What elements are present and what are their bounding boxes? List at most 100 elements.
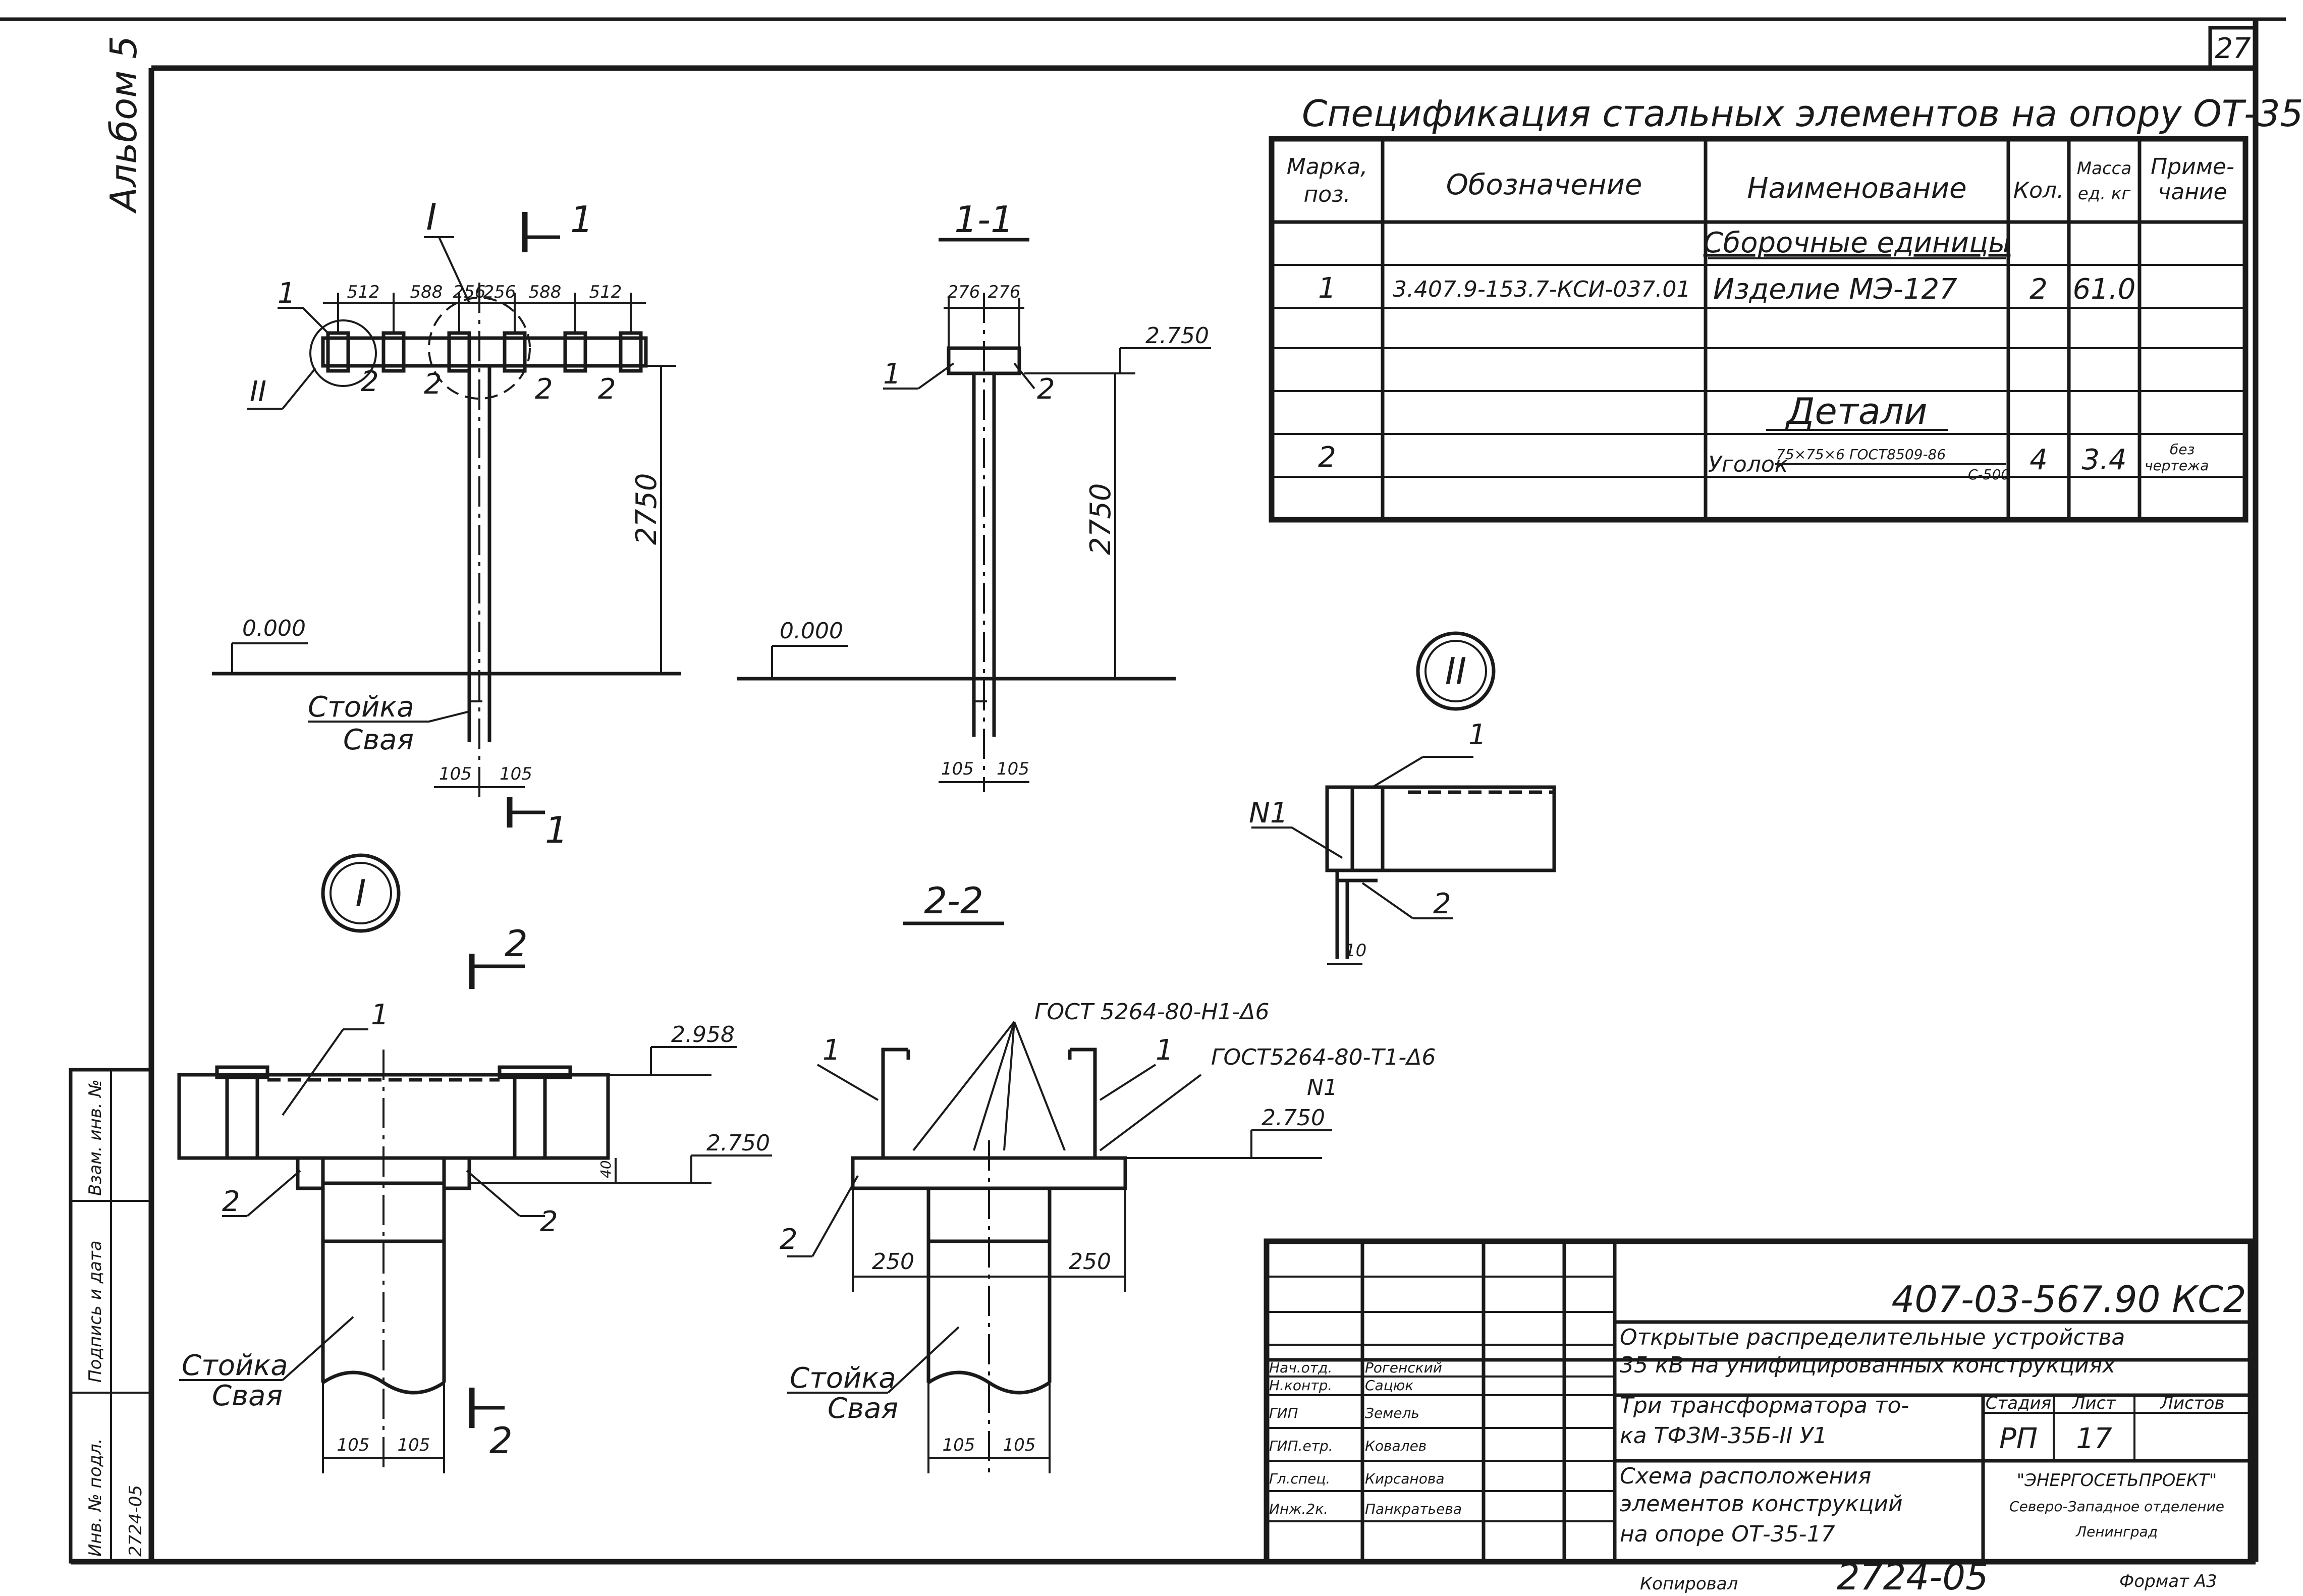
row-1-designation: 3.407.9-153.7-КСИ-037.01	[1393, 277, 1690, 302]
front-height: 2750	[630, 473, 663, 545]
title-sheets-label: Листов	[2159, 1393, 2224, 1413]
title-project-2: 35 кВ на унифицированных конструкциях	[1620, 1352, 2116, 1378]
title-sheet-3: на опоре ОТ-35-17	[1620, 1521, 1835, 1547]
section-details: Детали	[1785, 390, 1927, 432]
row-2-mark: 2	[1318, 441, 1336, 474]
section-1-1-title: 1-1	[954, 198, 1014, 241]
person-role: Нач.отд.	[1269, 1359, 1332, 1376]
person-name: Сацюк	[1365, 1377, 1413, 1394]
person-role: Гл.спец.	[1269, 1470, 1330, 1487]
table-row: 1 3.407.9-153.7-КСИ-037.01 Изделие МЭ-12…	[1318, 272, 2135, 306]
front-item-2c: 2	[535, 373, 553, 406]
row-1-qty: 2	[2030, 273, 2048, 306]
s22-bottom-dim-1: 105	[943, 1435, 975, 1455]
detail-II-dim: 10	[1345, 941, 1366, 961]
list-item: ГИП Земель	[1269, 1405, 1419, 1421]
person-name: Рогенский	[1365, 1359, 1442, 1376]
stamp-field-2: Подпись и дата	[85, 1240, 105, 1383]
hdr-mass-1: Масса	[2077, 158, 2131, 179]
stamp-value: 2724-05	[126, 1485, 146, 1557]
detail-I-item-2b: 2	[540, 1205, 558, 1238]
hdr-mark-2: поз.	[1303, 182, 1350, 207]
detail-I-cut-bottom: 2	[489, 1419, 513, 1462]
row-2-note-1: без	[2170, 441, 2195, 458]
front-node-II: II	[250, 375, 266, 408]
row-1-name: Изделие МЭ-127	[1713, 273, 1957, 306]
front-cut-bottom: 1	[545, 809, 568, 851]
s22-level: 2.750	[1262, 1105, 1325, 1131]
front-dim-3: 256	[453, 282, 486, 302]
person-role: ГИП	[1269, 1405, 1298, 1421]
detail-I-title: I	[355, 872, 366, 914]
detail-I-dim-40: 40	[597, 1160, 614, 1178]
title-sheet-no: 17	[2076, 1422, 2112, 1455]
s11-item-1: 1	[883, 358, 901, 391]
title-stage: РП	[1999, 1422, 2038, 1455]
detail-I-bottom-dim-2: 105	[398, 1435, 430, 1455]
person-name: Земель	[1365, 1405, 1419, 1421]
list-item: Нач.отд. Рогенский	[1269, 1359, 1442, 1376]
stamp-field-1: Взам. инв. №	[85, 1079, 105, 1196]
spec-title: Спецификация стальных элементов на опору…	[1302, 92, 2303, 135]
title-sheet-2: элементов конструкций	[1620, 1491, 1903, 1517]
sheet-frame: 27 Альбом 5	[0, 17, 2286, 1565]
row-2-note-2: чертежа	[2145, 457, 2209, 474]
s11-item-2: 2	[1037, 373, 1055, 406]
s11-height: 2750	[1084, 483, 1117, 555]
person-name: Ковалев	[1365, 1438, 1427, 1454]
list-item: Гл.спец. Кирсанова	[1269, 1470, 1445, 1487]
front-ground-level: 0.000	[242, 616, 306, 641]
row-2-qty: 4	[2030, 444, 2048, 476]
hdr-qty: Кол.	[2013, 178, 2064, 203]
person-role: Н.контр.	[1269, 1377, 1332, 1394]
front-view: 512 588 256 256 588 512 I 1 1 1 II 2 2 2…	[212, 196, 681, 851]
front-node-I: I	[426, 196, 436, 238]
detail-I-cut-top: 2	[505, 922, 528, 965]
detail-I-level-top: 2.958	[671, 1022, 735, 1048]
front-item-2b: 2	[424, 368, 442, 401]
detail-I-label-pile: Свая	[212, 1380, 283, 1412]
list-item: ГИП.етр. Ковалев	[1269, 1438, 1427, 1454]
row-2-name-bottom: С-500	[1968, 466, 2010, 483]
person-role: ГИП.етр.	[1269, 1438, 1333, 1454]
front-bottom-dim-1: 105	[439, 764, 472, 784]
stamp-field-3: Инв. № подл.	[85, 1438, 105, 1557]
s22-dim-2: 250	[1069, 1249, 1111, 1275]
s11-ground: 0.000	[780, 618, 843, 644]
section-2-2-title: 2-2	[924, 879, 983, 922]
row-1-mass: 61.0	[2073, 273, 2136, 306]
title-drawing-1: Три трансформатора то-	[1620, 1393, 1909, 1418]
footer-archive: 2724-05	[1837, 1556, 1989, 1596]
album-label: Альбом 5	[102, 36, 145, 214]
s22-weld-2: ГОСТ5264-80-Т1-Δ6	[1211, 1044, 1436, 1070]
page-number: 27	[2215, 32, 2251, 65]
front-label-pile: Свая	[343, 724, 414, 756]
s22-label-post: Стойка	[790, 1362, 896, 1395]
detail-II: II 1 N1 2 10	[1249, 631, 1556, 965]
title-org-2: Северо-Западное отделение	[2009, 1498, 2224, 1515]
s11-bottom-dim-2: 105	[997, 759, 1029, 779]
s22-item-2: 2	[780, 1223, 798, 1256]
detail-II-weld: N1	[1249, 797, 1288, 830]
s11-bottom-dim-1: 105	[941, 759, 974, 779]
row-2-mass: 3.4	[2081, 444, 2126, 476]
hdr-note-2: чание	[2158, 179, 2227, 205]
section-1-1: 1-1 276 276 2.750 2750 0.000 1 2 105	[737, 198, 1211, 792]
section-2-2: 2-2 ГОСТ 5264-80-Н1-Δ6 ГОСТ5264-80-Т1-Δ6…	[780, 879, 1436, 1473]
title-org-3: Ленинград	[2075, 1523, 2158, 1540]
s22-item-1b: 1	[1156, 1034, 1174, 1067]
title-drawing-2: ка ТФЗМ-35Б-II У1	[1620, 1423, 1827, 1449]
detail-I-item-2a: 2	[222, 1185, 240, 1218]
s22-weld-2-sub: N1	[1307, 1075, 1338, 1100]
specification-table: Спецификация стальных элементов на опору…	[1269, 92, 2303, 523]
title-sheet-label: Лист	[2071, 1393, 2116, 1413]
title-block: 407-03-567.90 КС2 Открытые распределител…	[1264, 1238, 2254, 1565]
s22-item-1a: 1	[822, 1034, 841, 1067]
front-item-2a: 2	[361, 365, 379, 398]
row-2-name-top: 75×75×6 ГОСТ8509-86	[1776, 446, 1946, 463]
detail-I-label-post: Стойка	[182, 1349, 288, 1382]
detail-II-item-1: 1	[1468, 719, 1487, 751]
row-2-name: Уголок	[1708, 452, 1788, 477]
detail-I-bottom-dim-1: 105	[337, 1435, 370, 1455]
